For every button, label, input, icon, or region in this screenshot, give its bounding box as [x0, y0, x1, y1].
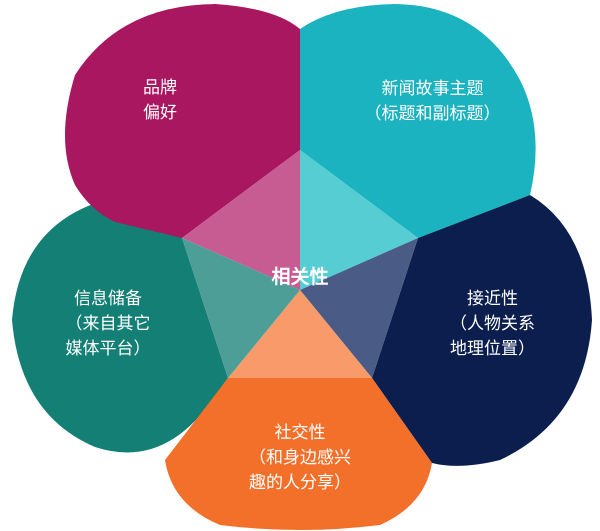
center-segment-news — [300, 150, 418, 290]
center-segment-social — [228, 290, 372, 378]
petal-label-brand: 品牌偏好 — [143, 78, 177, 123]
petal-info — [12, 199, 228, 453]
center-segment-brand — [182, 150, 300, 290]
petal-label-news: 新闻故事主题（标题和副标题） — [364, 79, 501, 124]
center-segment-near — [300, 238, 418, 378]
petal-label-near: 接近性（人物关系地理位置） — [450, 289, 535, 359]
petal-label-social: 社交性（和身边感兴趣的人分享） — [249, 423, 351, 493]
petal-social — [165, 378, 432, 530]
petal-label-info: 信息储备（来自其它媒体平台） — [65, 289, 151, 359]
center-label: 相关性 — [271, 266, 329, 288]
petal-near — [372, 195, 592, 466]
petal-brand — [65, 4, 300, 238]
petal-news — [300, 4, 536, 238]
center-segment-info — [182, 238, 300, 378]
